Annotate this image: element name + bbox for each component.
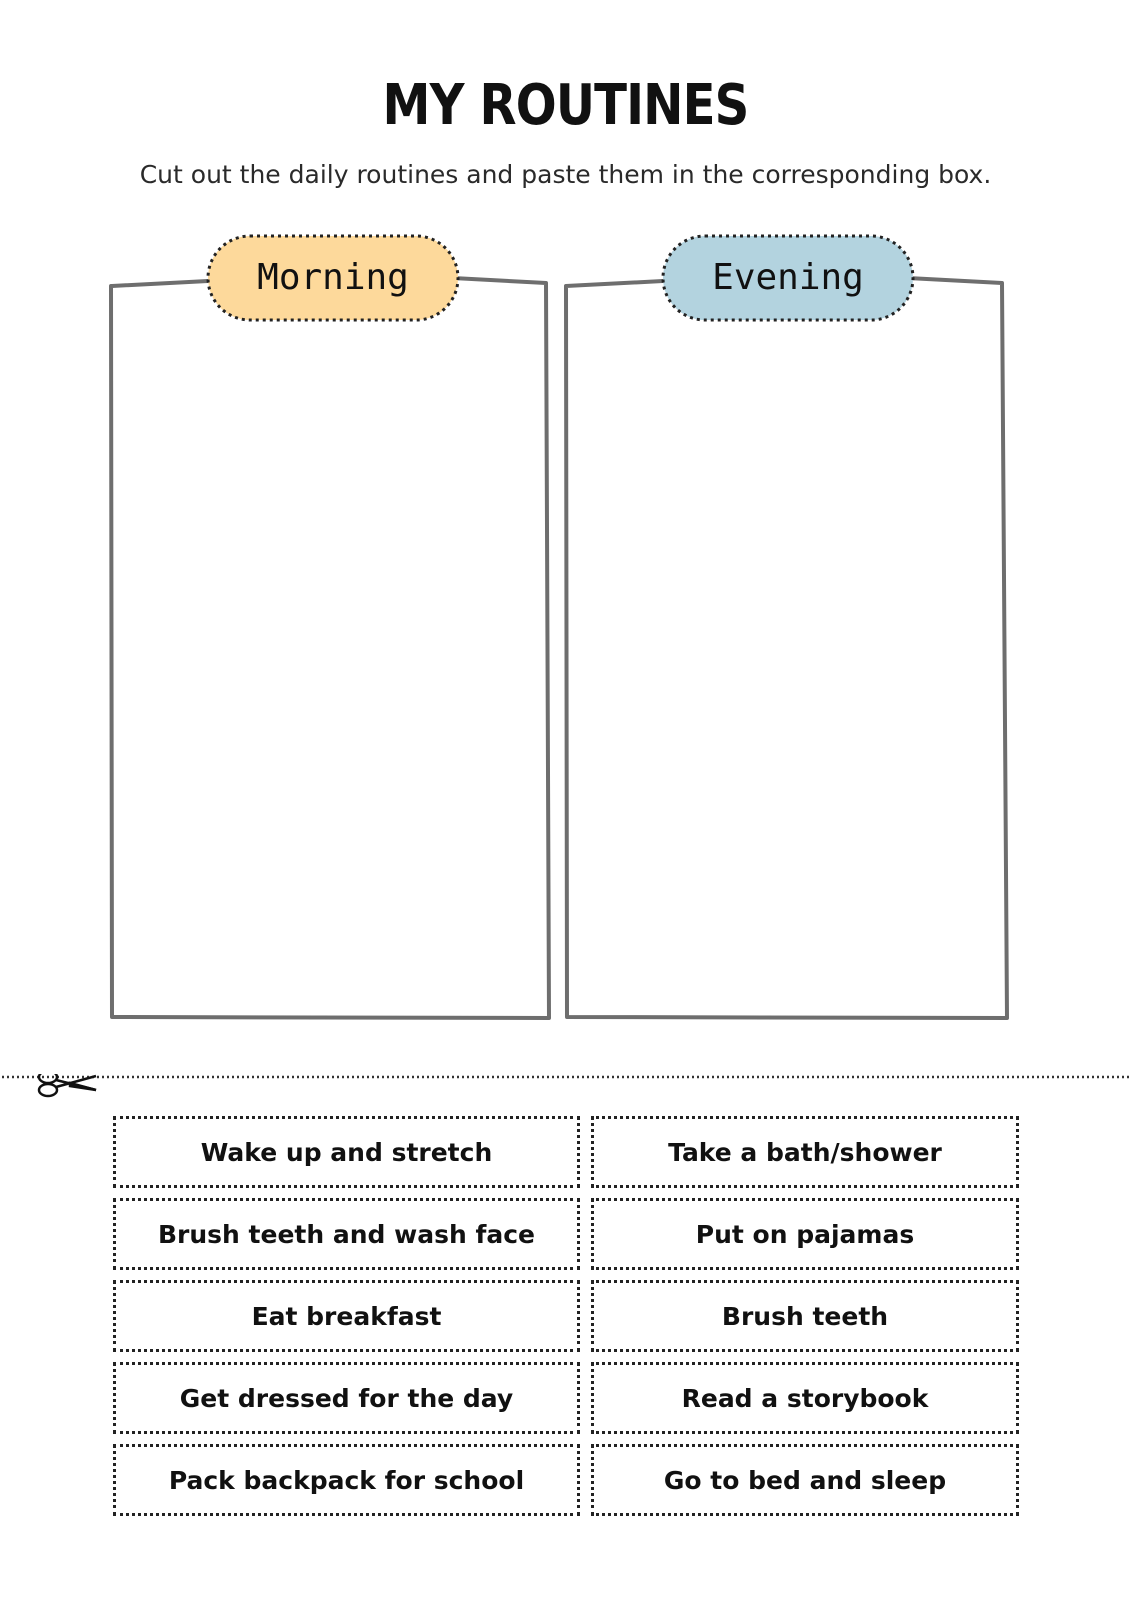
routine-boxes-graphic: Morning Evening [109, 234, 1009, 1020]
cut-line [0, 1069, 1131, 1104]
routine-card[interactable]: Get dressed for the day [113, 1362, 580, 1434]
routine-card[interactable]: Brush teeth and wash face [113, 1198, 580, 1270]
routine-card[interactable]: Read a storybook [591, 1362, 1019, 1434]
morning-box: Morning [109, 234, 551, 1020]
evening-label: Evening [712, 257, 864, 298]
page-title: MY ROUTINES [382, 73, 750, 138]
evening-label-badge [661, 234, 915, 322]
routine-card[interactable]: Pack backpack for school [113, 1444, 580, 1516]
routine-card[interactable]: Brush teeth [591, 1280, 1019, 1352]
routine-boxes: Morning Evening [0, 232, 1131, 1052]
routine-card[interactable]: Eat breakfast [113, 1280, 580, 1352]
routine-card[interactable]: Wake up and stretch [113, 1116, 580, 1188]
instructions: Cut out the daily routines and paste the… [139, 160, 992, 189]
morning-label-badge [206, 234, 460, 322]
routine-card[interactable]: Take a bath/shower [591, 1116, 1019, 1188]
morning-label: Morning [257, 257, 409, 298]
evening-box: Evening [564, 234, 1009, 1020]
routine-card[interactable]: Put on pajamas [591, 1198, 1019, 1270]
routine-cards: Wake up and stretch Take a bath/shower B… [113, 1116, 1019, 1516]
routine-card[interactable]: Go to bed and sleep [591, 1444, 1019, 1516]
